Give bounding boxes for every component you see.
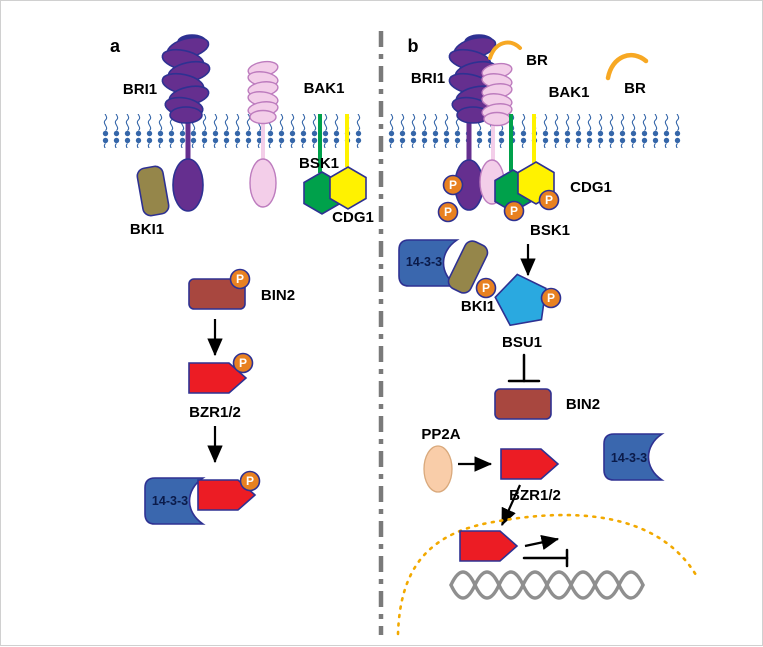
panel-b-label: b <box>408 36 419 56</box>
pp2a-label: PP2A <box>421 426 460 443</box>
dna-helix <box>449 570 645 600</box>
activation-symbol <box>524 534 560 550</box>
phospho-badge <box>475 277 497 299</box>
bzr-label-a: BZR1/2 <box>189 404 241 421</box>
phospho-badge <box>239 470 261 492</box>
f1433-left-label: 14-3-3 <box>406 255 442 269</box>
bak1-ectodomain-b <box>480 60 514 127</box>
bri1-kinase-a <box>172 158 204 212</box>
panel-a-label: a <box>110 36 121 56</box>
phospho-badge <box>503 200 525 222</box>
phospho-badge <box>437 201 459 223</box>
bak1-label-a: BAK1 <box>304 80 345 97</box>
f1433-right-label: 14-3-3 <box>611 451 647 465</box>
bsk1-label-a: BSK1 <box>299 155 339 172</box>
bki1-shape-a <box>136 165 170 217</box>
br-bound-label: BR <box>526 52 548 69</box>
bri1-label-b: BRI1 <box>411 70 445 87</box>
br-free-label: BR <box>624 80 646 97</box>
br-ligand-free <box>605 53 649 81</box>
phospho-badge <box>538 189 560 211</box>
nucleus-envelope <box>396 513 698 636</box>
bsu1-label: BSU1 <box>502 334 542 351</box>
bin2-label-a: BIN2 <box>261 287 295 304</box>
bin2-label-b: BIN2 <box>566 396 600 413</box>
inhibition-bsu1-to-bin2 <box>507 353 541 383</box>
bki1-shape-b <box>447 240 489 294</box>
phospho-badge <box>540 287 562 309</box>
cdg1-label-b: CDG1 <box>570 179 612 196</box>
f1433-label-a: 14-3-3 <box>152 494 188 508</box>
pp2a-shape <box>423 445 453 493</box>
bzr-shape-nucleus <box>459 530 518 562</box>
phospho-badge <box>232 352 254 374</box>
bki1-label-a: BKI1 <box>130 221 164 238</box>
bin2-shape-b <box>494 388 552 420</box>
bri1-ectodomain-a <box>159 32 213 124</box>
bri1-label-a: BRI1 <box>123 81 157 98</box>
phospho-badge <box>442 174 464 196</box>
plasma-membrane-a <box>101 114 363 148</box>
repression-symbol <box>522 548 569 568</box>
phospho-badge <box>229 268 251 290</box>
cdg1-label-a: CDG1 <box>332 209 374 226</box>
bzr-label-b: BZR1/2 <box>509 487 561 504</box>
bsu1-shape <box>494 273 547 327</box>
br-ligand-bound <box>488 40 522 60</box>
bak1-label-b: BAK1 <box>549 84 590 101</box>
arrow-bzr-to-nucleus <box>500 484 522 527</box>
bak1-ectodomain-a <box>246 58 280 125</box>
bsk1-label-b: BSK1 <box>530 222 570 239</box>
bki1-label-b: BKI1 <box>461 298 495 315</box>
bzr-shape-b <box>500 448 559 480</box>
bak1-kinase-a <box>249 158 277 208</box>
